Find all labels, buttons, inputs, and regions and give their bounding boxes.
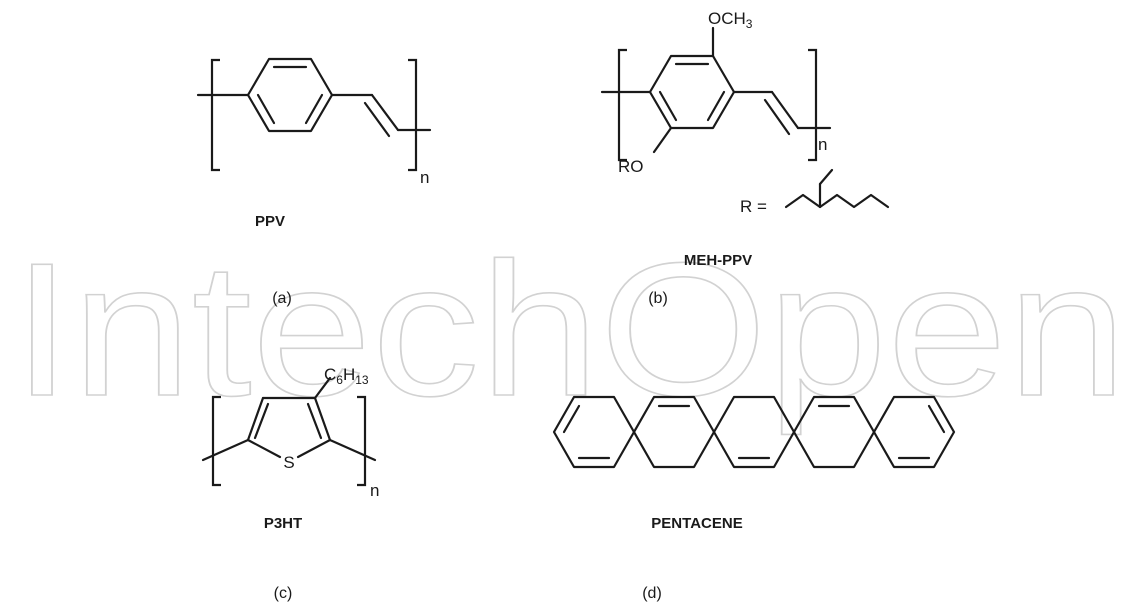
pentacene-structure: PENTACENE (d) (552, 395, 956, 602)
p3ht-sulfur-label: S (283, 453, 294, 472)
p3ht-structure: S C6H13 n P3HT (c) (201, 365, 379, 602)
pentacene-inner-double-bonds (562, 404, 946, 460)
p3ht-right-bond (328, 438, 377, 462)
p3ht-repeat-subscript: n (370, 481, 379, 500)
p3ht-thiophene-ring (246, 396, 332, 459)
panel-label-c: (c) (274, 585, 293, 602)
p3ht-left-bracket (211, 395, 221, 487)
ppv-name-label: PPV (255, 213, 285, 230)
meh-ppv-alkoxy-label: RO (618, 157, 644, 176)
meh-ppv-benzene-ring (648, 54, 736, 130)
meh-ppv-right-bracket (808, 48, 818, 162)
ppv-right-bracket (408, 58, 418, 172)
p3ht-left-bond (201, 438, 250, 462)
meh-ppv-ethylhexyl-chain (784, 168, 890, 209)
panel-label-b: (b) (648, 290, 668, 307)
ppv-repeat-subscript: n (420, 168, 429, 187)
ppv-structure: n PPV (a) (196, 57, 432, 307)
meh-ppv-name-label: MEH-PPV (684, 252, 752, 269)
meh-ppv-vinylene (732, 90, 832, 136)
meh-ppv-methoxy-label: OCH3 (708, 9, 753, 31)
p3ht-hexyl-label: C6H13 (324, 365, 369, 387)
meh-ppv-r-definition: R = (740, 197, 767, 216)
meh-ppv-repeat-subscript: n (818, 135, 827, 154)
ppv-benzene-ring (246, 57, 334, 133)
pentacene-name-label: PENTACENE (651, 515, 742, 532)
watermark-text: IntechOpen (12, 224, 1127, 436)
meh-ppv-left-bracket (617, 48, 627, 162)
p3ht-hexyl-bond (313, 376, 332, 400)
p3ht-right-bracket (357, 395, 367, 487)
ppv-vinylene (330, 93, 432, 138)
ppv-left-bracket (210, 58, 220, 172)
panel-label-a: (a) (272, 290, 292, 307)
panel-label-d: (d) (642, 585, 662, 602)
meh-ppv-structure: OCH3 RO n R = MEH-PPV (b) (600, 9, 890, 307)
pentacene-rings (552, 395, 956, 469)
p3ht-name-label: P3HT (264, 515, 302, 532)
meh-ppv-alkoxy-bond (652, 126, 673, 154)
